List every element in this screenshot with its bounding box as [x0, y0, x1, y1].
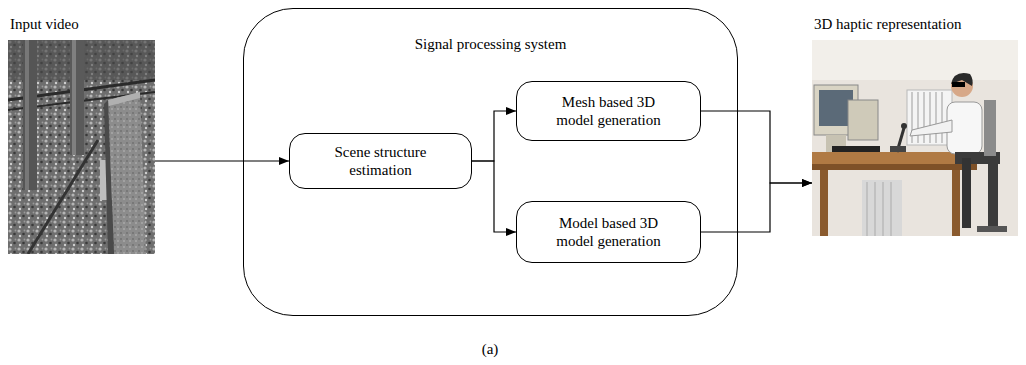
box-label: Scene structure estimation: [320, 143, 442, 179]
figure-caption: (a): [482, 341, 499, 358]
process-box: Scene structure estimation: [289, 133, 472, 189]
heading-label: Signal processing system: [244, 35, 737, 53]
input-video-frame: Input video: [8, 40, 155, 254]
flow-arrow: [155, 160, 289, 161]
flow-arrow: [472, 161, 516, 232]
box-label: Model based 3D model generation: [548, 214, 670, 250]
system-region: Signal processing systemScene structure …: [243, 8, 738, 316]
flow-arrow: [472, 111, 516, 161]
haptic-setup-photo: [812, 40, 1018, 236]
heading-label: Input video: [10, 15, 79, 33]
haptic-output-photo: 3D haptic representation: [812, 40, 1018, 236]
process-box: Model based 3D model generation: [516, 201, 701, 263]
heading-label: 3D haptic representation: [814, 15, 961, 33]
video-frame-picture: [8, 40, 155, 254]
flow-arrow: [701, 111, 812, 183]
box-label: Mesh based 3D model generation: [548, 93, 670, 129]
flow-arrow: [701, 183, 812, 232]
process-box: Mesh based 3D model generation: [516, 81, 701, 141]
